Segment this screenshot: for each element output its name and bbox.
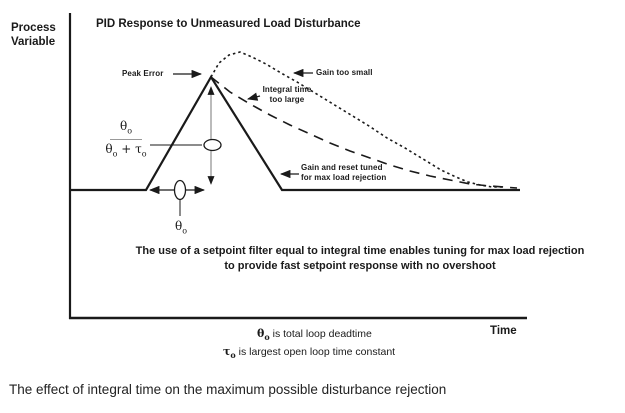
gain-reset-label-line1: Gain and reset tuned	[301, 163, 383, 172]
fraction-bar	[110, 139, 142, 140]
series-dotted	[210, 51, 504, 188]
integral-time-label: Integral time too large	[244, 85, 330, 104]
fraction-numerator: θo	[119, 119, 133, 136]
time-constant-definition-note: τo is largest open loop time constant	[223, 345, 396, 361]
chart-title: PID Response to Unmeasured Load Disturba…	[96, 18, 361, 30]
y-axis-label-line2: Variable	[11, 36, 56, 48]
y-axis-label: Process Variable	[11, 21, 56, 49]
deadtime-definition-note: θo is total loop deadtime	[257, 327, 372, 343]
setpoint-filter-note-line1: The use of a setpoint filter equal to in…	[135, 245, 585, 257]
deadtime-definition-text: is total loop deadtime	[272, 328, 372, 340]
integral-time-label-line1: Integral time	[262, 85, 312, 94]
deadtime-theta-label: θo	[174, 219, 188, 236]
gain-reset-label: Gain and reset tuned for max load reject…	[301, 163, 386, 182]
integral-time-label-line2: too large	[269, 94, 305, 104]
time-constant-definition-text: is largest open loop time constant	[238, 346, 396, 358]
x-axis-label: Time	[490, 325, 517, 337]
peak-error-label: Peak Error	[122, 69, 164, 78]
peak-fraction-ellipse-marker	[203, 138, 222, 152]
gain-reset-label-line2: for max load rejection	[301, 172, 387, 182]
fraction-denominator: θo + τo	[105, 142, 147, 159]
peak-error-fraction: θo θo + τo	[101, 119, 151, 159]
integral-time-arrow	[246, 92, 261, 101]
figure-caption: The effect of integral time on the maxim…	[9, 382, 447, 397]
y-axis-label-line1: Process	[11, 22, 56, 34]
series-layer	[70, 51, 520, 192]
deadtime-ellipse-marker	[173, 179, 187, 201]
series-dashed	[210, 76, 518, 189]
setpoint-filter-note-line2: to provide fast setpoint response with n…	[224, 260, 496, 272]
setpoint-filter-note: The use of a setpoint filter equal to in…	[85, 244, 625, 274]
gain-too-small-label: Gain too small	[316, 68, 373, 77]
